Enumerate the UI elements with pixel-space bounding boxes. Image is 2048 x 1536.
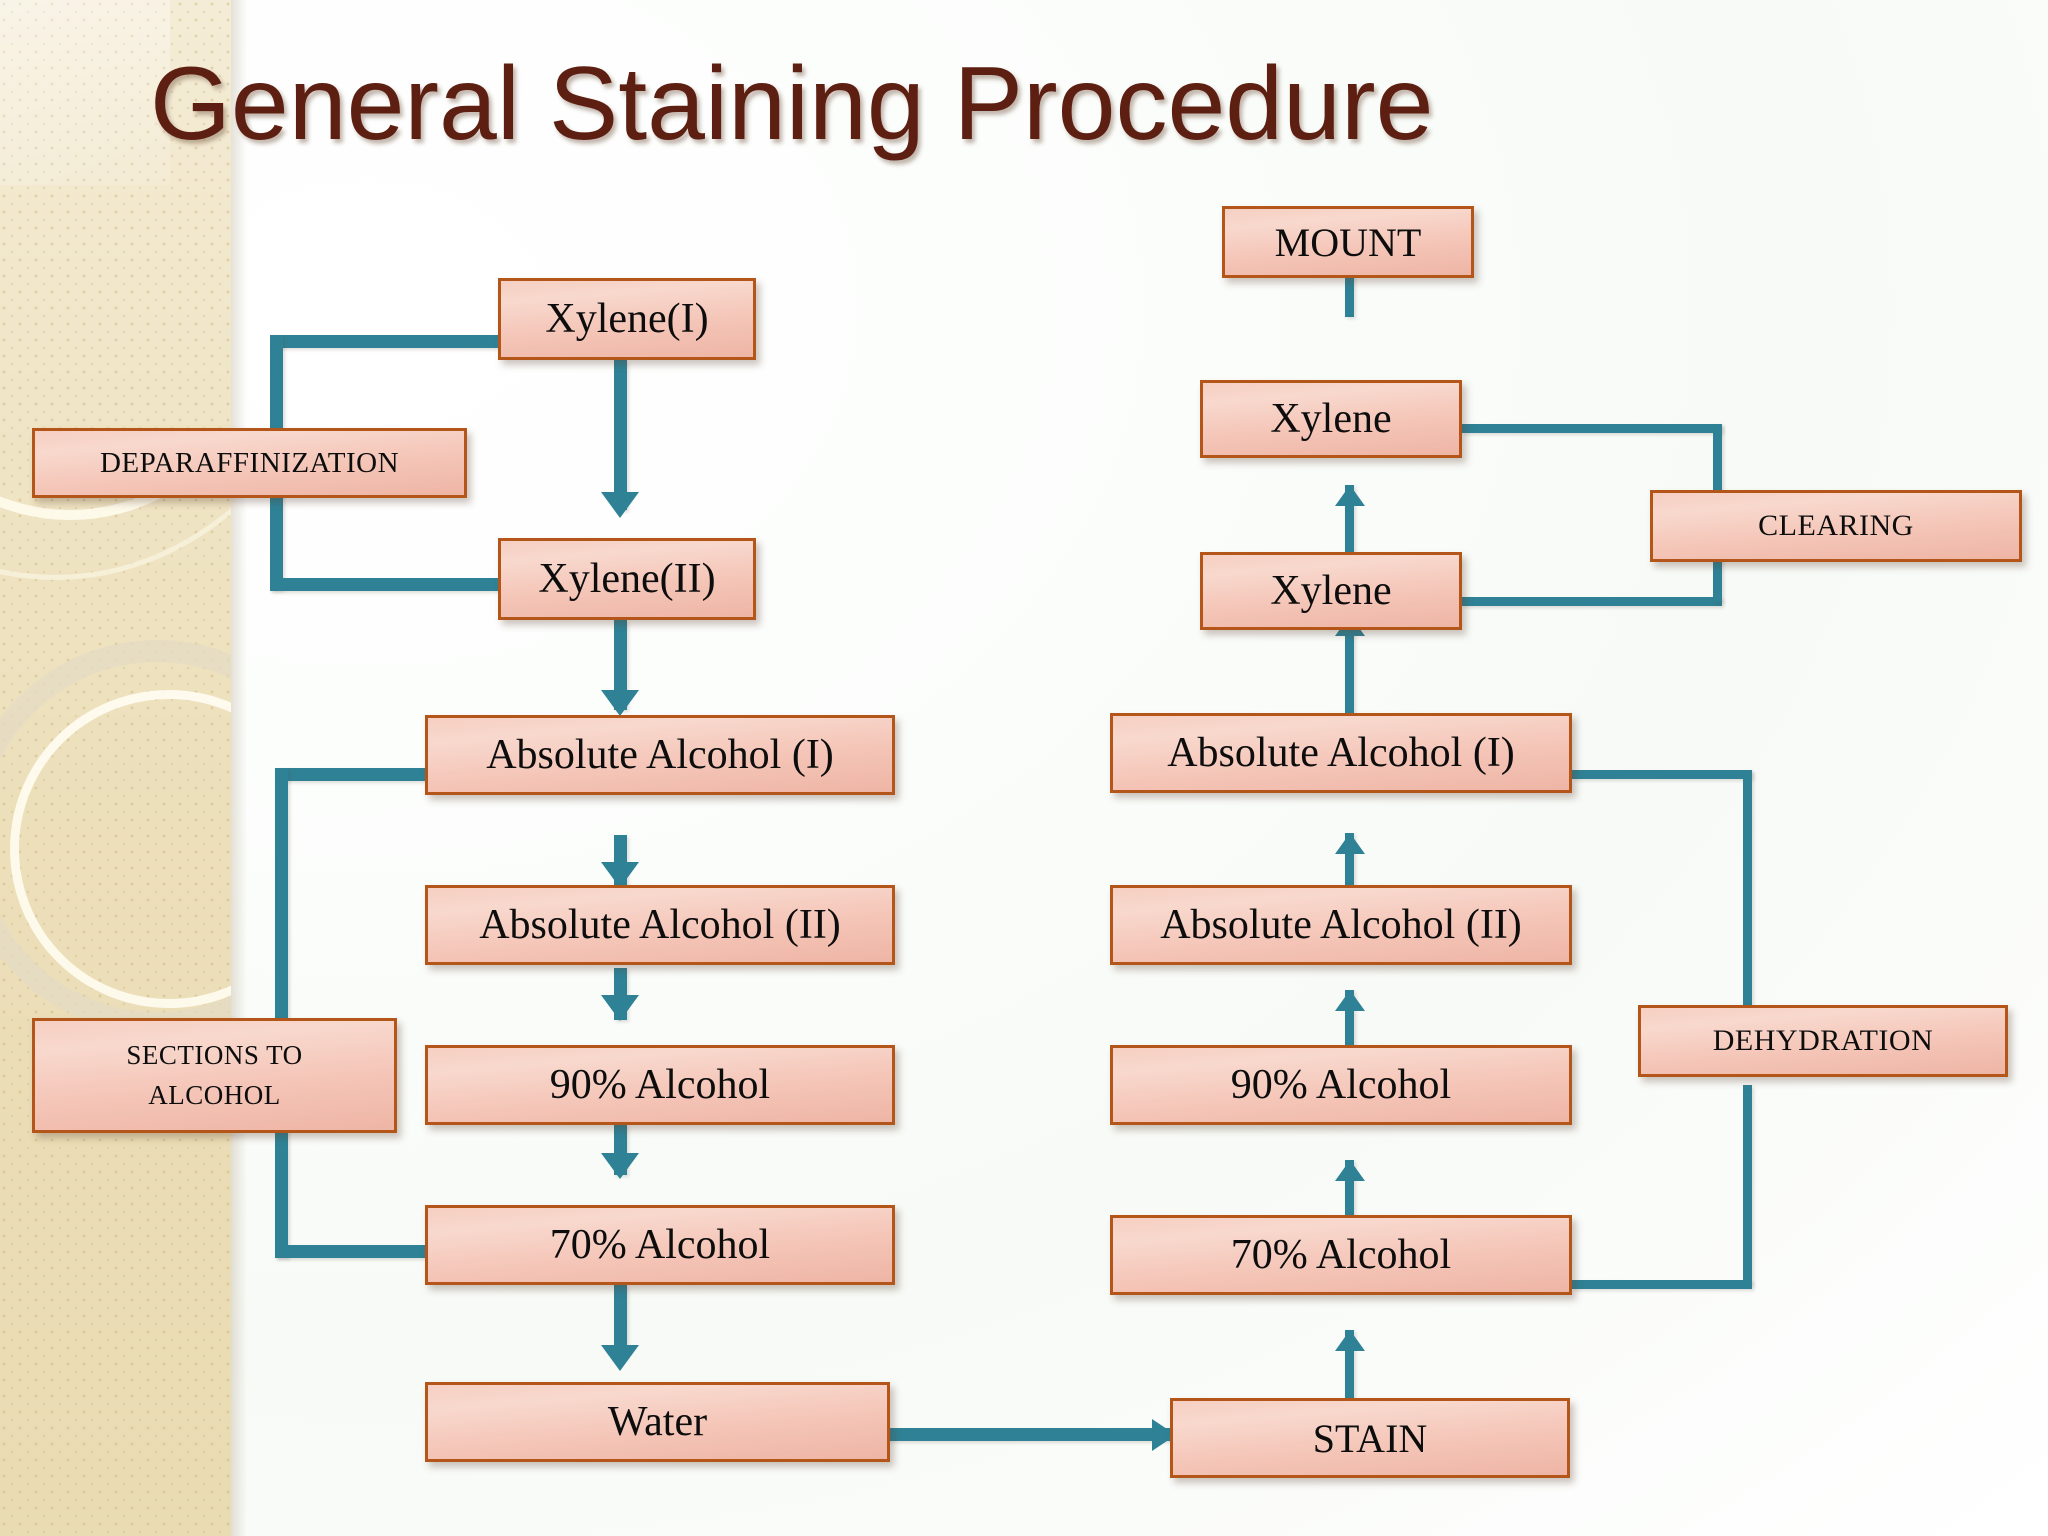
step-water[interactable]: Water	[425, 1382, 890, 1462]
connector-dehydration-top	[1572, 770, 1752, 779]
arrowhead-aa2-to-90	[601, 995, 639, 1021]
step-absolute-alcohol-1-right[interactable]: Absolute Alcohol (I)	[1110, 713, 1572, 793]
step-alcohol-70-right-text: 70% Alcohol	[1230, 1232, 1452, 1278]
step-alcohol-90-right[interactable]: 90% Alcohol	[1110, 1045, 1572, 1125]
connector-deparaffin-bottom	[270, 578, 510, 591]
step-absolute-alcohol-1-right-text: Absolute Alcohol (I)	[1167, 730, 1515, 776]
label-sections-to-alcohol[interactable]: SECTIONS TO ALCOHOL	[32, 1018, 397, 1133]
label-clearing[interactable]: CLEARING	[1650, 490, 2022, 562]
step-alcohol-70-text: 70% Alcohol	[549, 1222, 771, 1268]
connector-clearing-vertical	[1713, 424, 1722, 519]
connector-90r-to-aa2r	[1345, 990, 1354, 1090]
arrowhead-90-to-70	[601, 1153, 639, 1179]
step-absolute-alcohol-2-text: Absolute Alcohol (II)	[479, 902, 841, 948]
label-dehydration-text: DEHYDRATION	[1712, 1024, 1934, 1057]
decorative-sidebar	[0, 0, 231, 1536]
connector-70-to-water	[614, 1285, 627, 1355]
sidebar-edge-shadow	[231, 0, 247, 1536]
step-xylene-1-text: Xylene(I)	[545, 296, 709, 342]
connector-aa1r-to-xylene-lower	[1345, 615, 1354, 735]
step-absolute-alcohol-2[interactable]: Absolute Alcohol (II)	[425, 885, 895, 965]
connector-xylene2-to-aa1	[614, 620, 627, 710]
connector-clearing-top	[1462, 424, 1722, 433]
step-xylene-lower[interactable]: Xylene	[1200, 552, 1462, 630]
step-alcohol-90-text: 90% Alcohol	[549, 1062, 771, 1108]
label-dehydration[interactable]: DEHYDRATION	[1638, 1005, 2008, 1077]
step-stain-text: STAIN	[1312, 1415, 1428, 1461]
arrowhead-aa1-to-aa2	[601, 862, 639, 888]
arrowhead-70r-to-90r	[1335, 1160, 1365, 1181]
step-absolute-alcohol-1[interactable]: Absolute Alcohol (I)	[425, 715, 895, 795]
connector-aa2r-to-aa1r	[1345, 833, 1354, 933]
connector-sections-top	[275, 768, 430, 781]
arrowhead-70-to-water	[601, 1345, 639, 1371]
arrowhead-xylene2-to-aa1	[601, 690, 639, 716]
label-sections-line2: ALCOHOL	[148, 1079, 281, 1110]
step-xylene-1[interactable]: Xylene(I)	[498, 278, 756, 360]
step-mount-text: MOUNT	[1274, 219, 1422, 265]
step-absolute-alcohol-2-right[interactable]: Absolute Alcohol (II)	[1110, 885, 1572, 965]
step-alcohol-90-right-text: 90% Alcohol	[1230, 1062, 1452, 1108]
step-xylene-2[interactable]: Xylene(II)	[498, 538, 756, 620]
connector-deparaffin-top	[270, 335, 510, 348]
step-xylene-2-text: Xylene(II)	[538, 556, 716, 602]
step-stain[interactable]: STAIN	[1170, 1398, 1570, 1478]
label-clearing-text: CLEARING	[1758, 509, 1914, 542]
connector-sections-bottom	[275, 1245, 430, 1258]
label-sections-line1: SECTIONS TO	[126, 1040, 303, 1071]
step-alcohol-70-right[interactable]: 70% Alcohol	[1110, 1215, 1572, 1295]
step-mount[interactable]: MOUNT	[1222, 206, 1474, 278]
step-xylene-upper[interactable]: Xylene	[1200, 380, 1462, 458]
label-deparaffinization-text: DEPARAFFINIZATION	[99, 446, 400, 479]
connector-dehydration-vertical-lower	[1743, 1085, 1752, 1285]
step-xylene-upper-text: Xylene	[1270, 396, 1392, 442]
arrowhead-aa2r-to-aa1r	[1335, 833, 1365, 854]
connector-water-to-stain	[888, 1428, 1178, 1441]
connector-dehydration-bottom	[1572, 1280, 1752, 1289]
connector-70r-to-90r	[1345, 1160, 1354, 1260]
connector-xylene1-to-xylene2	[614, 360, 627, 510]
arrowhead-stain-to-70r	[1335, 1330, 1365, 1351]
connector-xylene-lower-to-upper	[1345, 485, 1354, 580]
step-absolute-alcohol-1-text: Absolute Alcohol (I)	[486, 732, 834, 778]
arrowhead-xylene1-to-xylene2	[601, 492, 639, 518]
arrowhead-xylene-lower-to-upper	[1335, 485, 1365, 506]
step-alcohol-90[interactable]: 90% Alcohol	[425, 1045, 895, 1125]
label-deparaffinization[interactable]: DEPARAFFINIZATION	[32, 428, 467, 498]
step-water-text: Water	[607, 1399, 708, 1445]
step-xylene-lower-text: Xylene	[1270, 568, 1392, 614]
arrowhead-90r-to-aa2r	[1335, 990, 1365, 1011]
connector-clearing-bottom	[1462, 597, 1722, 606]
connector-sections-vertical	[275, 768, 288, 1258]
step-absolute-alcohol-2-right-text: Absolute Alcohol (II)	[1160, 902, 1522, 948]
page-title: General Staining Procedure	[150, 46, 1434, 162]
connector-dehydration-vertical-upper	[1743, 770, 1752, 1035]
connector-stain-to-70r	[1345, 1330, 1354, 1430]
step-alcohol-70[interactable]: 70% Alcohol	[425, 1205, 895, 1285]
